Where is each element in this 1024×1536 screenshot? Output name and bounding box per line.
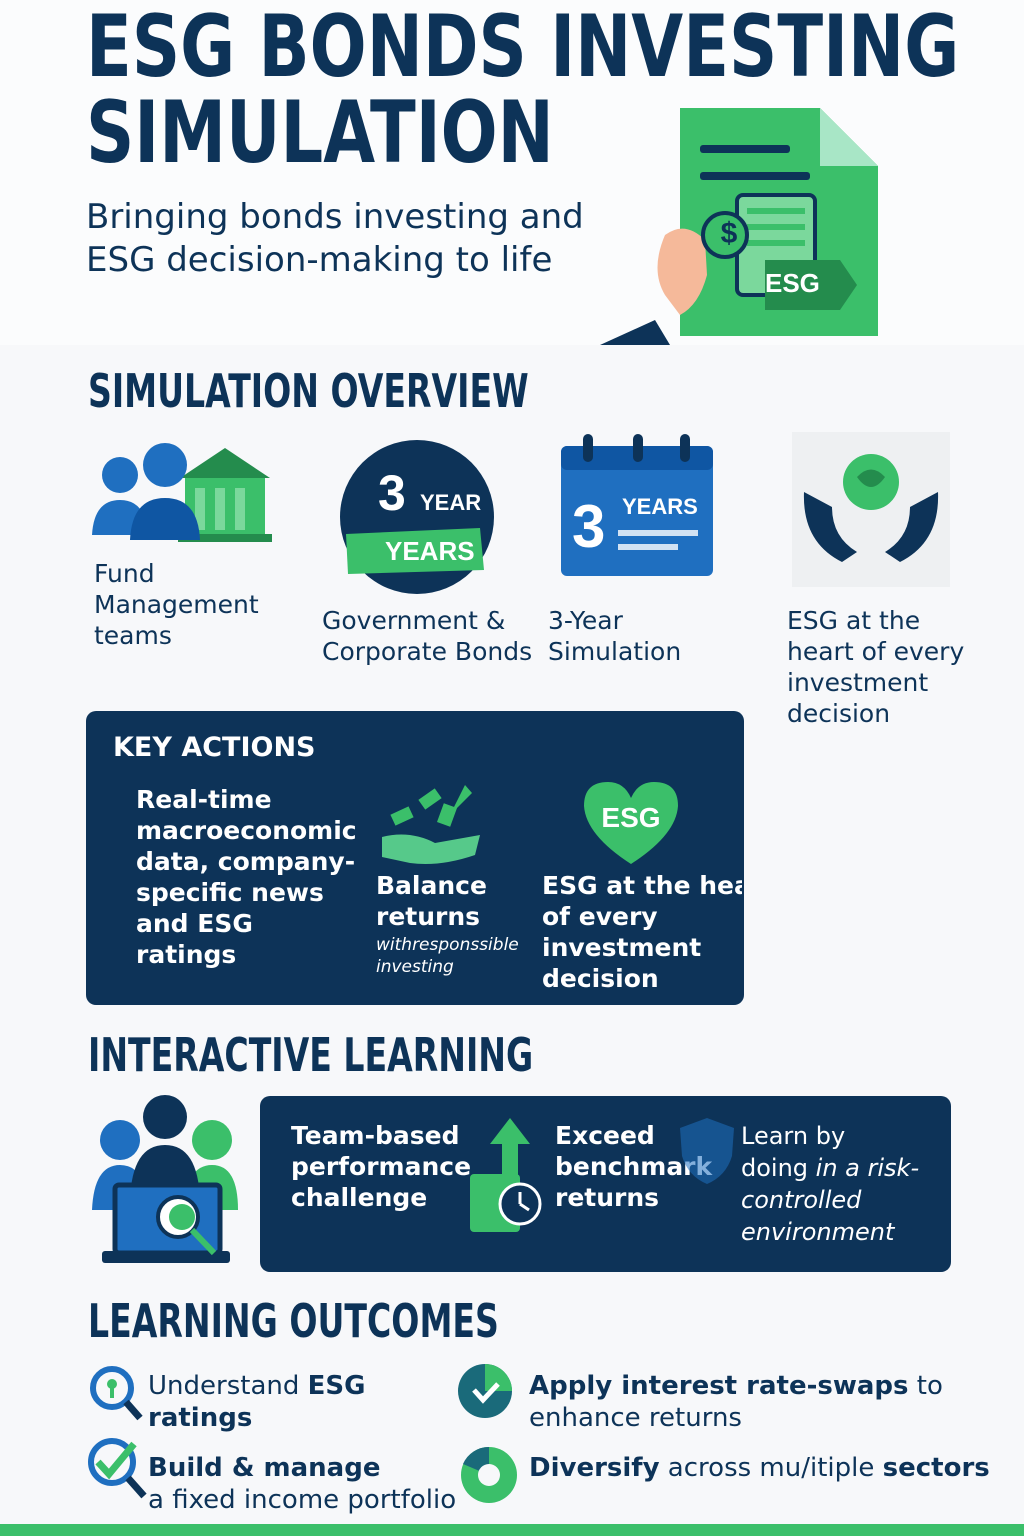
interactive-team: Team-based performance challenge (291, 1121, 472, 1212)
page-title-line1: ESG BONDS INVESTING (86, 0, 960, 97)
page-title-line2: SIMULATION (86, 83, 554, 183)
outcome-apply: Apply interest rate-swaps to enhance ret… (529, 1371, 943, 1433)
section-title-overview: SIMULATION OVERVIEW (88, 364, 529, 418)
shield-icon (680, 1118, 734, 1184)
overview-label-simulation: 3-Year Simulation (548, 606, 682, 666)
esg-tag-label: ESG (765, 268, 820, 298)
section-title-outcomes: LEARNING OUTCOMES (88, 1294, 499, 1348)
interactive-learn: Learn by doing in a risk- controlled env… (741, 1122, 920, 1246)
page-subtitle: Bringing bonds investing and ESG decisio… (86, 196, 646, 282)
badge-number: 3 (378, 465, 406, 521)
overview-label-esg: ESG at the heart of every investment dec… (787, 606, 965, 728)
esg-heart-icon (584, 782, 678, 864)
interactive-exceed: Exceed benchmark returns (555, 1121, 713, 1212)
donut-chart-icon (461, 1446, 517, 1503)
key-actions-title: KEY ACTIONS (113, 732, 316, 763)
three-year-badge-icon (340, 440, 494, 594)
esg-document-illustration (600, 108, 878, 345)
magnifier-key-icon (90, 1366, 143, 1421)
dollar-icon: $ (720, 217, 738, 250)
pie-check-icon (458, 1364, 512, 1418)
growth-arrow-clock-icon (470, 1118, 542, 1232)
magnifier-check-icon (88, 1438, 147, 1499)
team-laptop-icon (92, 1095, 238, 1263)
badge-word: YEAR (420, 490, 482, 515)
interactive-panel (260, 1096, 951, 1272)
badge-ribbon: YEARS (385, 536, 475, 566)
overview-label-bonds: Government & Corporate Bonds (322, 606, 533, 666)
outcome-diversify: Diversify across mu/itiple sectors (529, 1453, 990, 1483)
bottom-accent-bar (0, 1524, 1024, 1536)
subtitle-line1: Bringing bonds investing and (86, 197, 584, 237)
outcome-understand: Understand ESG ratings (148, 1371, 366, 1433)
key-action-esg: ESG at the heart of every investment dec… (542, 871, 742, 993)
hands-leaf-icon (792, 432, 950, 587)
key-action-data: Real-time macroeconomic data, company- s… (136, 785, 357, 969)
hand-growth-icon (382, 785, 480, 864)
team-bank-icon (92, 443, 272, 542)
section-title-interactive: INTERACTIVE LEARNING (88, 1028, 534, 1082)
outcome-build: Build & manage a fixed income portfolio (148, 1453, 457, 1515)
esg-heart-label: ESG (601, 802, 661, 833)
calendar-number: 3 (572, 493, 606, 560)
subtitle-line2: ESG decision-making to life (86, 240, 553, 280)
key-action-balance: Balance returns (376, 871, 487, 931)
overview-label-fund: Fund Management teams (94, 559, 259, 650)
calendar-icon (561, 434, 713, 576)
key-action-balance-sub: withresponssible investing (376, 935, 519, 977)
calendar-word: YEARS (622, 494, 698, 519)
